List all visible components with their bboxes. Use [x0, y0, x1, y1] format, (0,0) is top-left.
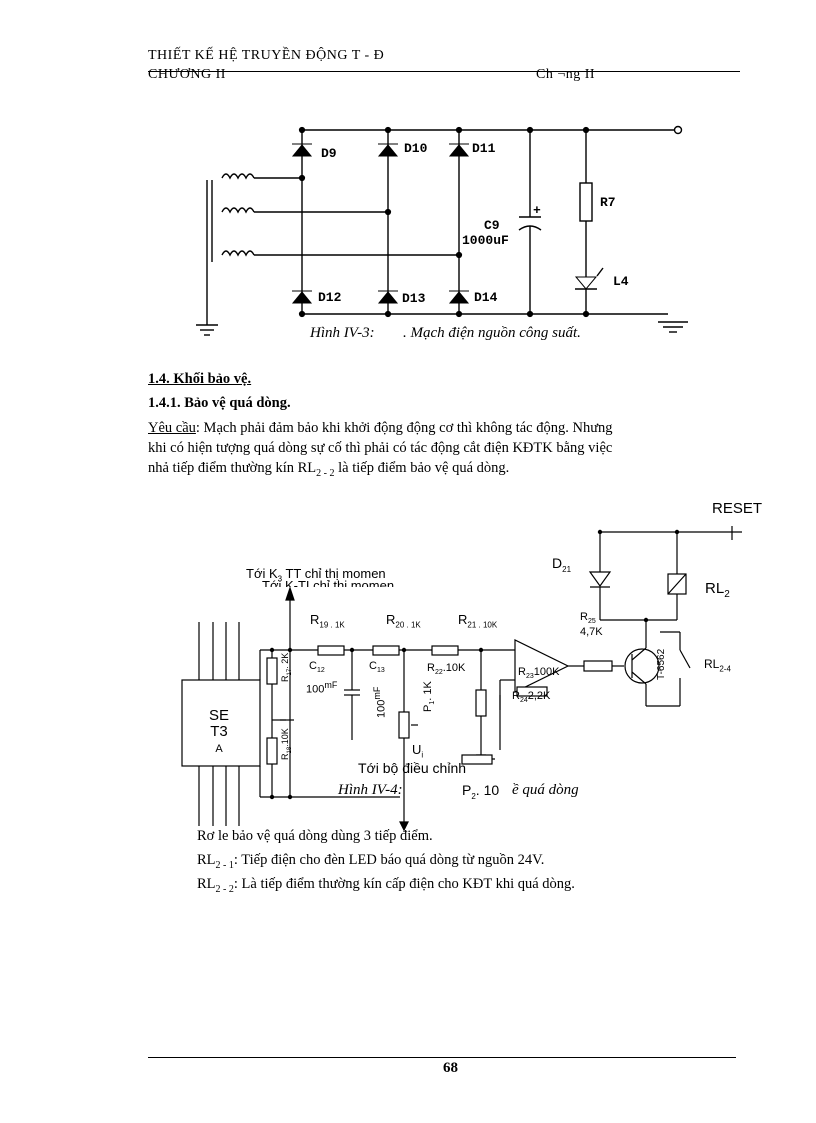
- header-chapter-left: CHƯƠNG II: [148, 67, 226, 82]
- requirement-line-2: khi có hiện tượng quá dòng sự cố thì phả…: [148, 440, 613, 456]
- to-regulator-label: Tới bộ điều chỉnh: [358, 760, 467, 776]
- desc-line-2: RL2 - 1: Tiếp điện cho đèn LED báo quá d…: [197, 852, 545, 871]
- resistor-r19-label: R19 . 1K: [310, 612, 345, 630]
- diode-d14-label: D14: [474, 290, 498, 305]
- diode-d21-label: D21: [552, 555, 572, 574]
- diode-d10-label: D10: [404, 141, 428, 156]
- header-title: THIẾT KẾ HỆ TRUYỀN ĐỘNG T - Đ: [148, 48, 385, 63]
- diode-d12-label: D12: [318, 290, 342, 305]
- potentiometer-p2-label: P2. 10: [462, 782, 500, 801]
- diode-d13-label: D13: [402, 291, 426, 306]
- diode-d9-label: D9: [321, 146, 337, 161]
- figure-iv4-caption-prefix: Hình IV-4:: [338, 782, 403, 798]
- overcurrent-protection-circuit-diagram: [181, 526, 742, 832]
- figure-iv3-caption-text: . Mạch điện nguồn công suất.: [403, 325, 581, 341]
- header-chapter-right: Ch ¬ng II: [536, 67, 596, 82]
- requirement-line-1: Yêu cầu: Mạch phải đảm bảo khi khởi động…: [148, 420, 613, 436]
- desc-line-3: RL2 - 2: Là tiếp điểm thường kín cấp điệ…: [197, 876, 575, 895]
- footer-rule: [148, 1057, 736, 1058]
- figure-iv4-caption-tail: ề quá dòng: [512, 782, 579, 798]
- led-l4-label: L4: [613, 274, 629, 289]
- requirement-line-3: nhả tiếp điểm thường kín RL2 - 2 là tiếp…: [148, 460, 510, 479]
- potentiometer-p1-label: P1. 1K: [422, 681, 437, 712]
- capacitor-c9-value: 1000uF: [462, 233, 509, 248]
- capacitor-c9-label: C9: [484, 218, 500, 233]
- page-number: 68: [443, 1060, 458, 1076]
- to-k-ti-label: Tới K-TI chỉ thị momen: [262, 578, 395, 587]
- resistor-r18-label: R18.10K: [280, 728, 293, 760]
- reset-label: RESET: [712, 500, 763, 517]
- capacitor-c12-value: 100mF: [306, 680, 338, 696]
- capacitor-c13-label: C13: [369, 660, 385, 675]
- header-rule: [148, 71, 740, 72]
- capacitor-polarity-plus: +: [533, 203, 541, 218]
- relay-contact-rl24-label: RL2-4: [704, 657, 731, 674]
- resistor-r21-label: R21 . 10K: [458, 612, 498, 630]
- resistor-r7-label: R7: [600, 195, 616, 210]
- capacitor-c12-label: C12: [309, 660, 325, 675]
- resistor-r17-label: R17. 2K: [280, 652, 293, 682]
- figure-iv3-caption-prefix: Hình IV-3:: [310, 325, 375, 341]
- power-supply-circuit-diagram: [196, 125, 688, 336]
- resistor-r24-label: R242,2K: [512, 690, 551, 705]
- resistor-r22-label: R22.10K: [427, 662, 466, 677]
- diode-d11-label: D11: [472, 141, 496, 156]
- requirement-label: Yêu cầu: [148, 420, 196, 436]
- desc-line-1: Rơ le bảo vệ quá dòng dùng 3 tiếp điểm.: [197, 828, 433, 844]
- capacitor-c13-value: 100mF: [372, 686, 388, 718]
- relay-rl2-label: RL2: [705, 580, 730, 600]
- subsection-heading: 1.4.1. Bảo vệ quá dòng.: [148, 395, 291, 411]
- section-heading: 1.4. Khối bảo vệ.: [148, 371, 252, 387]
- resistor-r23-label: R23100K: [518, 666, 560, 681]
- to-k3-label: Tới K3 TT chỉ thị momen: [246, 566, 386, 584]
- voltage-ui-label: Ui: [412, 742, 424, 760]
- resistor-r20-label: R20 . 1K: [386, 612, 421, 630]
- transistor-label: T-6562: [656, 648, 667, 680]
